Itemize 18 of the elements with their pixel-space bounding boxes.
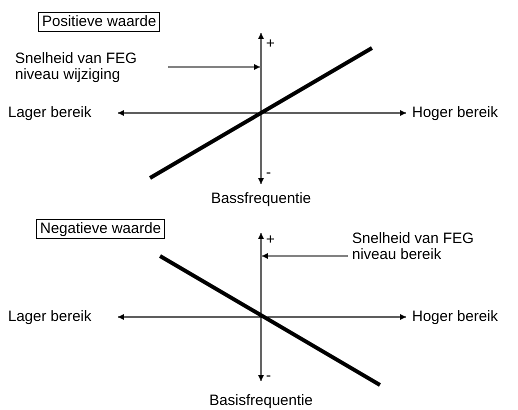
callout-text: Snelheid van FEG niveau wijziging (15, 51, 165, 83)
leader-arrow (262, 253, 348, 259)
panel-title: Negatieve waarde (36, 219, 165, 239)
axis-label: Lager bereik (8, 309, 92, 325)
axis-sign: - (266, 368, 271, 384)
axis-label: Lager bereik (8, 105, 92, 121)
vertical-axis (258, 33, 264, 184)
axis-sign: + (266, 232, 275, 248)
axis-label: Hoger bereik (412, 309, 498, 325)
axis-label: Basisfrequentie (209, 393, 313, 409)
axis-sign: - (266, 165, 271, 181)
callout-text: Snelheid van FEG niveau bereik (352, 231, 502, 263)
panel-title: Positieve waarde (38, 12, 160, 32)
axis-label: Bassfrequentie (210, 191, 312, 207)
leader-arrow (168, 64, 260, 70)
axis-label: Hoger bereik (412, 105, 498, 121)
axis-sign: + (266, 36, 275, 52)
vertical-axis (258, 233, 264, 381)
